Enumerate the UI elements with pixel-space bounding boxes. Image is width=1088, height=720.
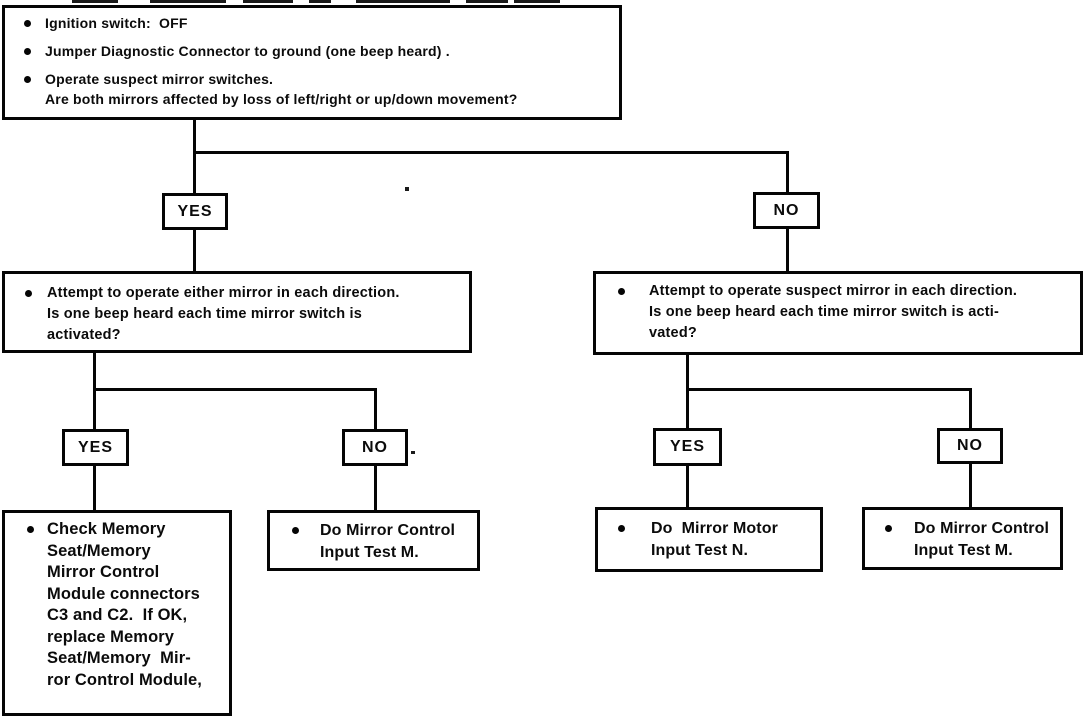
connector-line	[686, 388, 689, 428]
no-gate-top: NO	[753, 192, 820, 229]
connector-line	[193, 230, 196, 271]
question-box-yes-branch: Attempt to operate either mirror in each…	[2, 271, 472, 353]
connector-line	[786, 151, 789, 192]
question-text-yes-branch: Attempt to operate either mirror in each…	[47, 285, 400, 343]
scan-artifact	[405, 187, 409, 191]
connector-line	[193, 151, 196, 193]
yes-gate-top: YES	[162, 193, 228, 230]
bullet-icon	[618, 288, 625, 295]
connector-line	[686, 388, 972, 391]
connector-line	[93, 353, 96, 391]
start-step-row: Jumper Diagnostic Connector to ground (o…	[5, 41, 611, 61]
bullet-icon	[27, 526, 34, 533]
start-box: Ignition switch: OFF Jumper Diagnostic C…	[2, 5, 622, 120]
scan-artifact	[411, 451, 415, 454]
connector-line	[686, 355, 689, 391]
bullet-icon	[25, 290, 32, 297]
scan-artifact	[72, 0, 118, 3]
connector-line	[686, 466, 689, 507]
action-box-control-input-test-right: Do Mirror Control Input Test M.	[862, 507, 1063, 570]
connector-line	[93, 388, 96, 429]
scan-artifact	[466, 0, 508, 3]
action-text-motor-input-test: Do Mirror Motor Input Test N.	[651, 520, 778, 559]
start-step-operate-question: Operate suspect mirror switches. Are bot…	[45, 71, 518, 107]
yes-gate-right: YES	[653, 428, 722, 466]
start-step-row: Operate suspect mirror switches. Are bot…	[5, 69, 611, 109]
bullet-icon	[292, 527, 299, 534]
yes-gate-left: YES	[62, 429, 129, 466]
connector-line	[193, 120, 196, 154]
scan-artifact	[514, 0, 560, 3]
connector-line	[374, 466, 377, 510]
action-text-control-input-test-right: Do Mirror Control Input Test M.	[914, 520, 1050, 559]
scan-artifact	[150, 0, 226, 3]
no-gate-left: NO	[342, 429, 408, 466]
connector-line	[93, 388, 377, 391]
connector-line	[969, 388, 972, 428]
action-text-control-input-test-left: Do Mirror Control Input Test M.	[320, 522, 456, 561]
start-step-ignition: Ignition switch: OFF	[45, 15, 188, 31]
bullet-icon	[24, 48, 31, 55]
bullet-icon	[24, 20, 31, 27]
bullet-icon	[24, 76, 31, 83]
bullet-icon	[618, 525, 625, 532]
bullet-icon	[885, 525, 892, 532]
scan-artifact	[356, 0, 450, 3]
start-step-jumper: Jumper Diagnostic Connector to ground (o…	[45, 43, 450, 59]
question-box-no-branch: Attempt to operate suspect mirror in eac…	[593, 271, 1083, 355]
connector-line	[786, 229, 789, 271]
connector-line	[93, 466, 96, 510]
scan-artifact	[243, 0, 293, 3]
connector-line	[969, 464, 972, 507]
question-text-no-branch: Attempt to operate suspect mirror in eac…	[649, 283, 1018, 341]
action-text-replace-module: Check Memory Seat/Memory Mirror Control …	[47, 520, 202, 689]
action-box-motor-input-test: Do Mirror Motor Input Test N.	[595, 507, 823, 572]
connector-line	[374, 388, 377, 429]
action-box-control-input-test-left: Do Mirror Control Input Test M.	[267, 510, 480, 571]
action-box-replace-module: Check Memory Seat/Memory Mirror Control …	[2, 510, 232, 716]
scan-artifact	[309, 0, 331, 3]
no-gate-right: NO	[937, 428, 1003, 464]
start-step-row: Ignition switch: OFF	[5, 13, 611, 33]
connector-line	[193, 151, 789, 154]
